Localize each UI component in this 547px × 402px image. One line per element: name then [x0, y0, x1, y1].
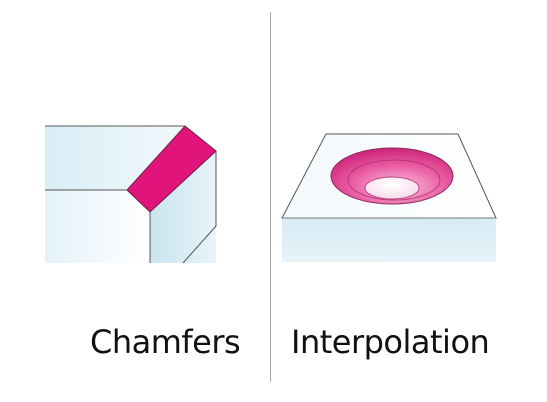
pocket-floor — [364, 176, 420, 200]
pocket-rim — [330, 147, 454, 205]
center-divider — [270, 12, 271, 382]
plate-front — [282, 218, 496, 262]
interpolation-caption: Interpolation — [291, 323, 490, 361]
top-face — [45, 126, 185, 190]
chamfers-caption: Chamfers — [90, 323, 241, 361]
chamfered-block-icon — [45, 125, 217, 264]
interpolated-pocket-icon — [281, 133, 497, 262]
front-face — [45, 190, 150, 263]
side-face — [150, 151, 216, 263]
